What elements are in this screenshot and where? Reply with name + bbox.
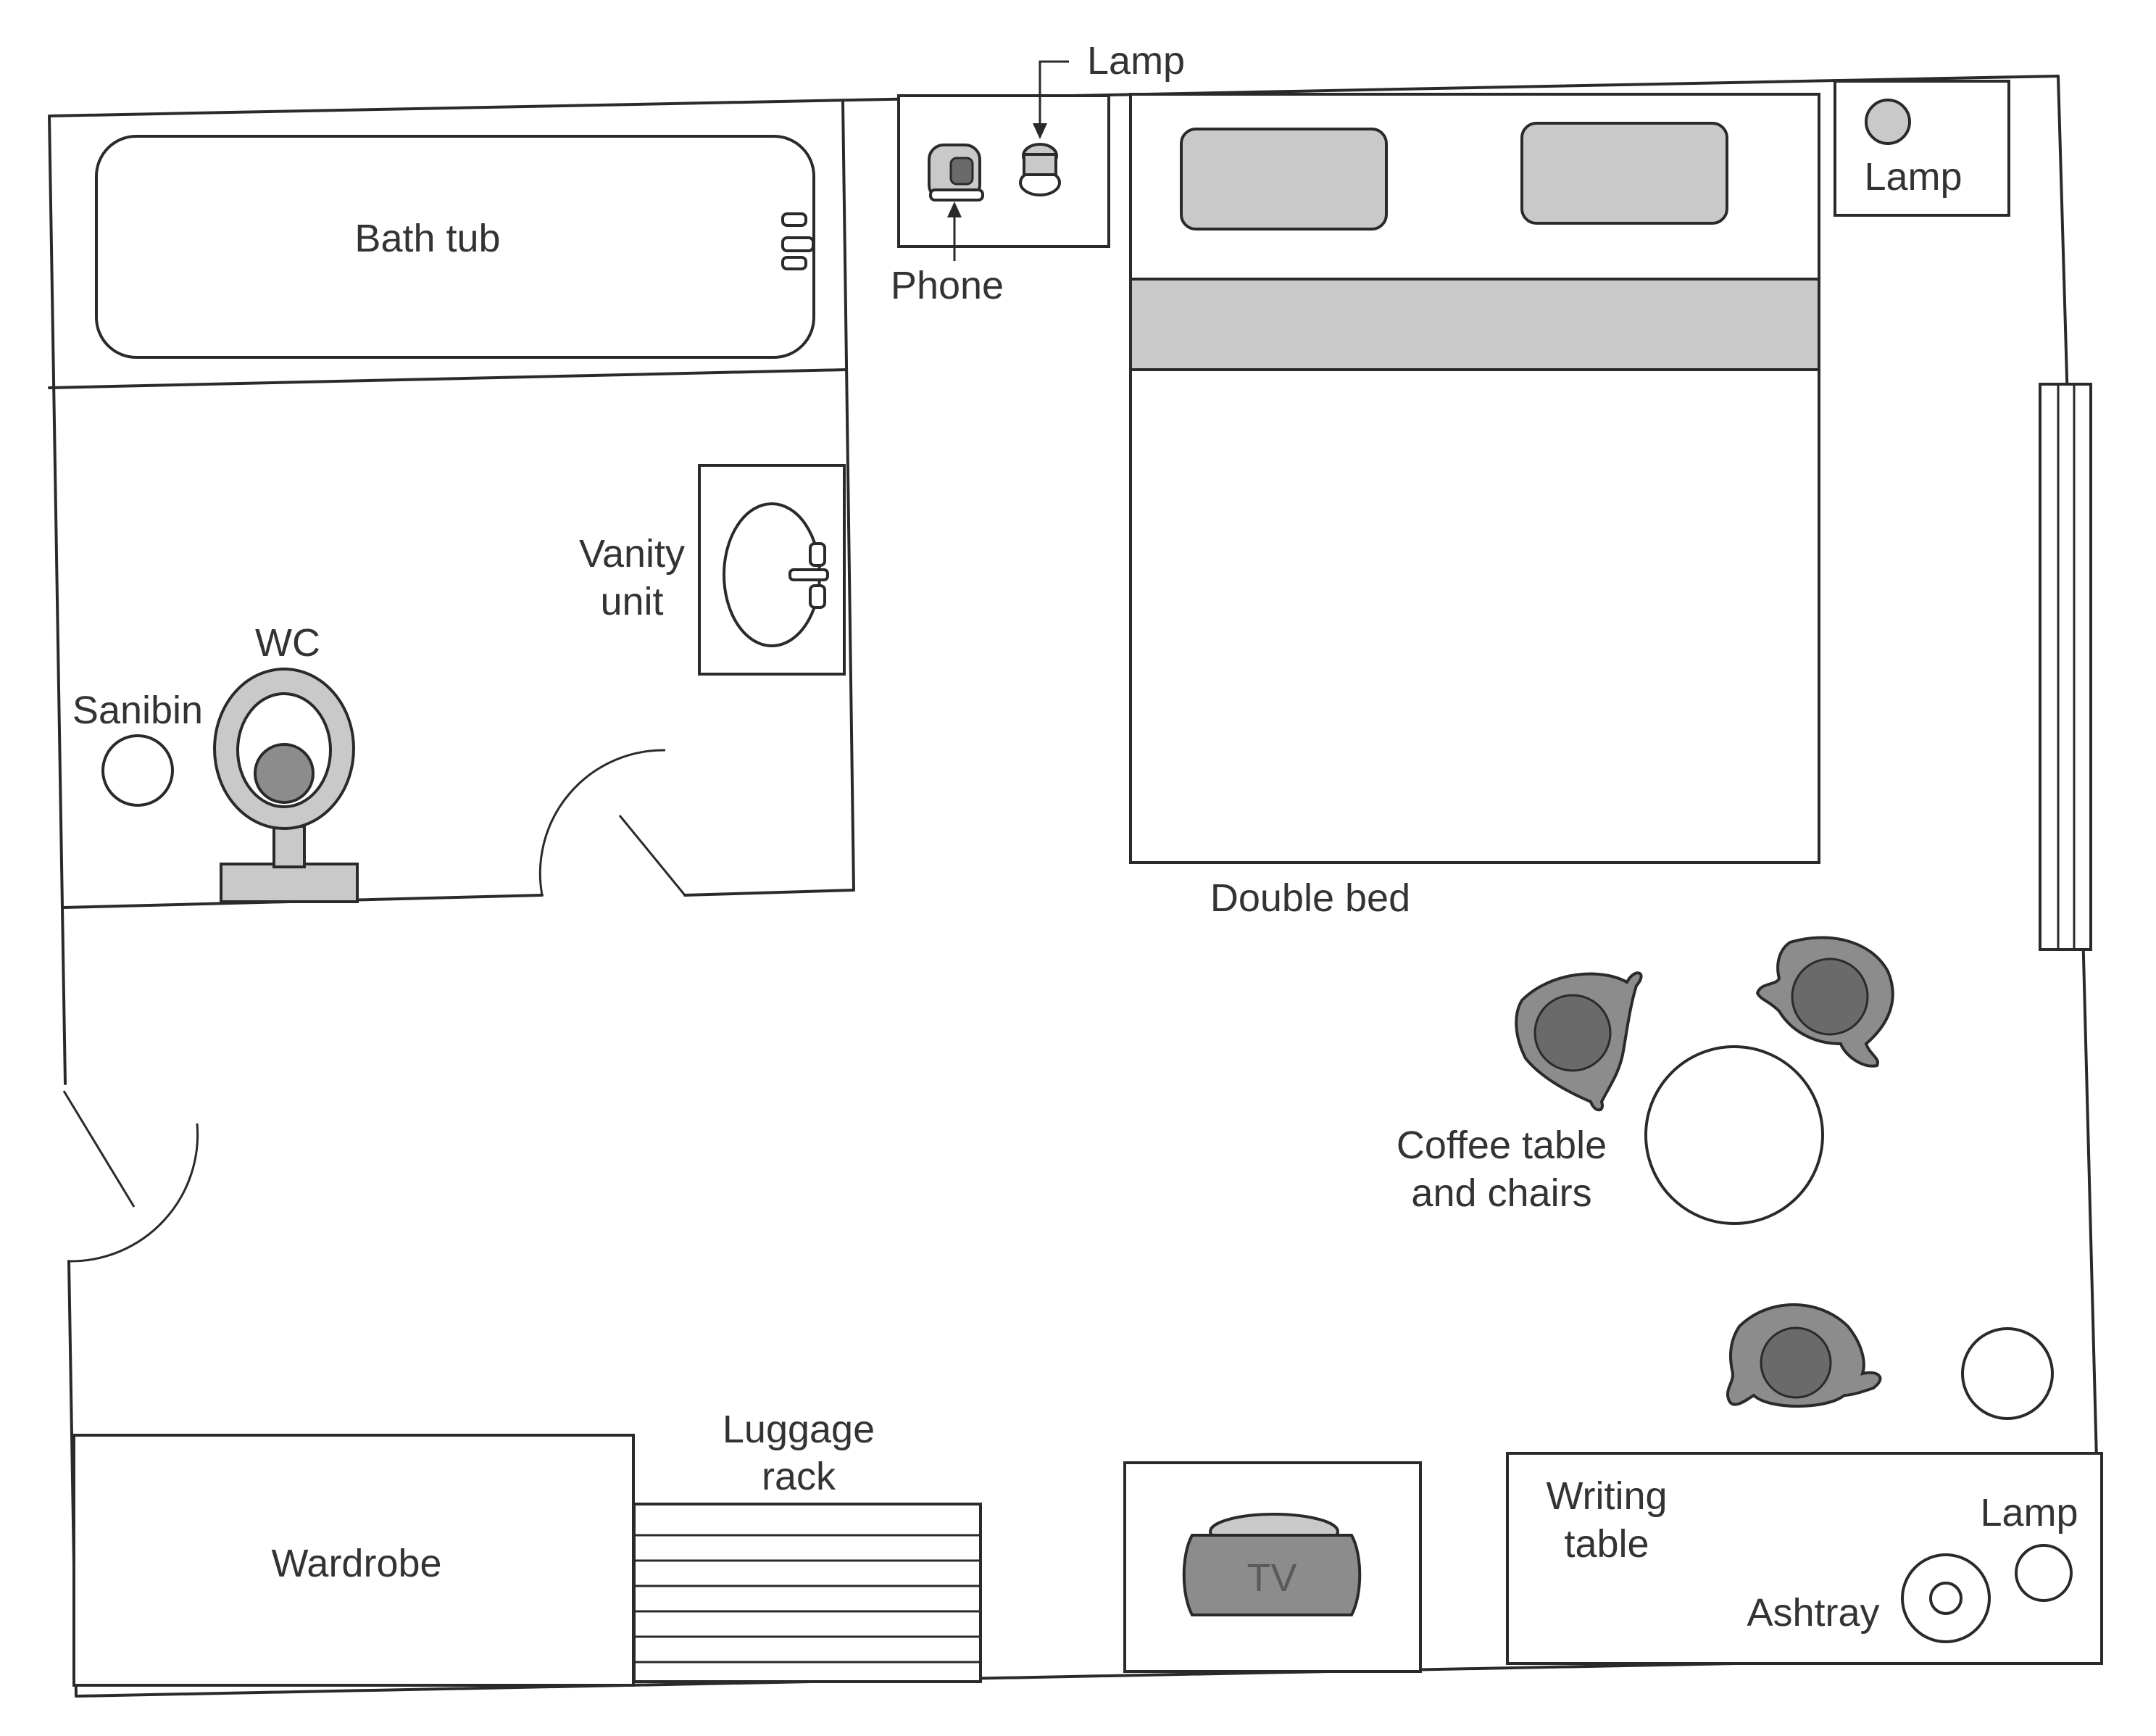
vanity-label-line1: Vanity — [579, 532, 685, 576]
bath-tub-label: Bath tub — [354, 217, 500, 260]
vanity-unit — [698, 464, 846, 676]
luggage-rack — [633, 1503, 982, 1683]
window — [2039, 383, 2092, 951]
tv-unit — [1123, 1461, 1422, 1673]
phone-pointer-arrow — [947, 202, 962, 261]
luggage-rack-label-line2: rack — [762, 1455, 836, 1498]
wardrobe-label: Wardrobe — [271, 1542, 441, 1585]
coffee-table-label-line2: and chairs — [1411, 1171, 1591, 1215]
luggage-rack-label-line1: Luggage — [723, 1408, 875, 1451]
armchair — [1755, 936, 1894, 1068]
nightstand-left — [897, 94, 1110, 248]
bath-tub — [95, 135, 815, 359]
bedside-lamp — [1834, 80, 2010, 217]
sanibin — [101, 734, 174, 807]
sanibin-label: Sanibin — [72, 689, 203, 732]
coffee-table-label-line1: Coffee table — [1397, 1124, 1607, 1167]
tv-label: TV — [1246, 1556, 1296, 1600]
armchair — [1515, 971, 1643, 1112]
vanity-label-line2: unit — [600, 580, 663, 623]
wardrobe — [72, 1434, 635, 1687]
lamp-top-label: Lamp — [1087, 39, 1185, 83]
desk-lamp — [2015, 1544, 2073, 1602]
writing-table — [1506, 1452, 2103, 1665]
desk-lamp-label: Lamp — [1980, 1491, 2078, 1534]
writing-table-label-line2: table — [1564, 1522, 1649, 1566]
double-bed — [1129, 93, 1820, 864]
ashtray-label: Ashtray — [1747, 1591, 1879, 1635]
coffee-table-and-chairs — [1515, 936, 1894, 1225]
bathroom-door — [538, 749, 686, 896]
desk-chair — [1726, 1303, 1882, 1408]
bedside-lamp-label: Lamp — [1864, 155, 1962, 199]
writing-table-label-line1: Writing — [1546, 1474, 1667, 1518]
double-bed-label: Double bed — [1210, 876, 1410, 920]
wc-toilet — [213, 668, 359, 903]
lamp-pointer-arrow — [1033, 60, 1069, 139]
wc-label: WC — [255, 621, 320, 665]
phone-label: Phone — [891, 264, 1004, 307]
entrance-door — [62, 1090, 199, 1263]
floor-bin — [1961, 1327, 2054, 1420]
ashtray — [1901, 1553, 1991, 1643]
